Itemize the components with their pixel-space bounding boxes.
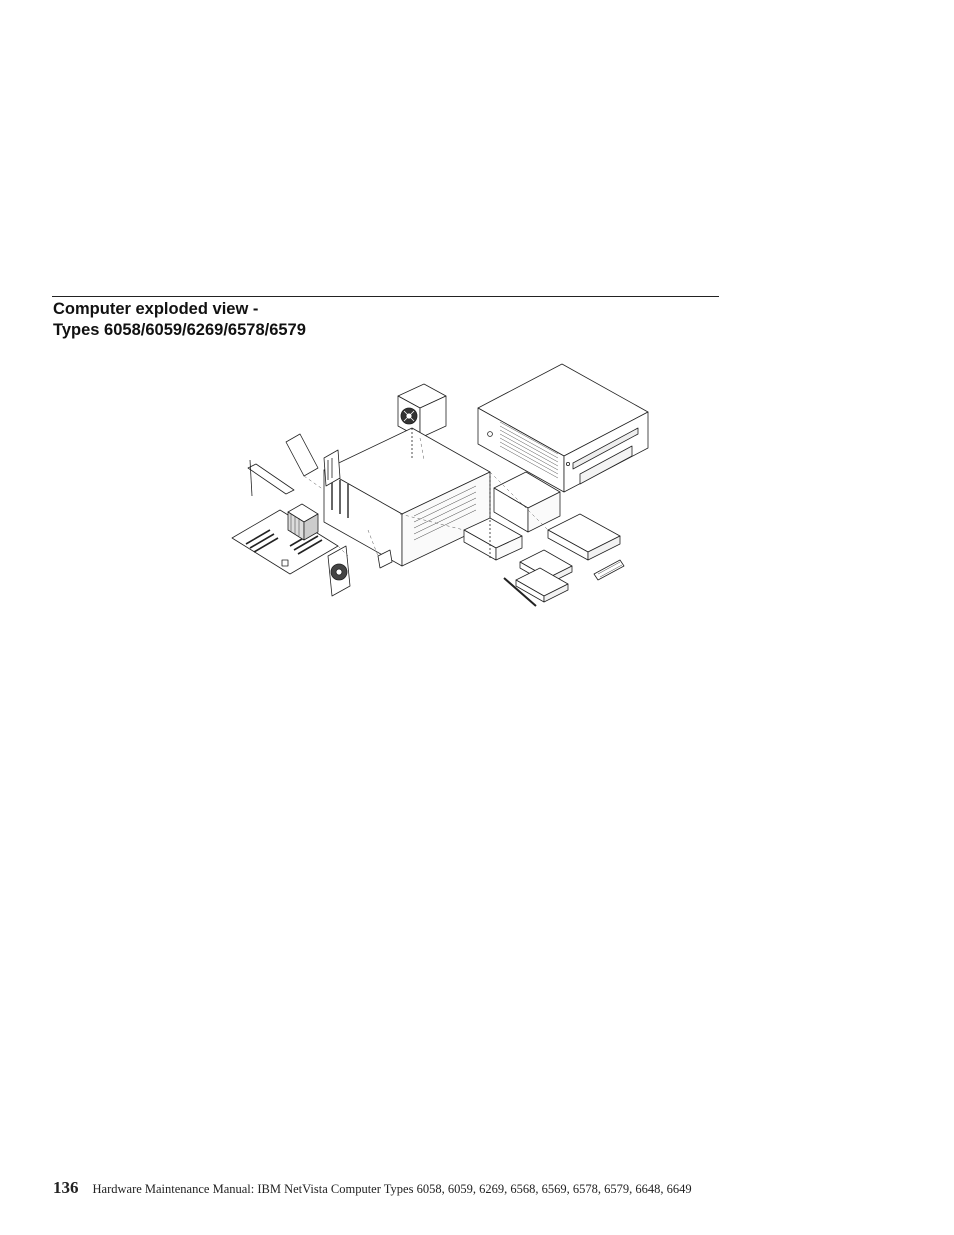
- footer-text: Hardware Maintenance Manual: IBM NetVist…: [92, 1182, 692, 1196]
- optical-drive: [547, 513, 621, 561]
- section-title-line-1: Computer exploded view -: [53, 300, 259, 318]
- page-number: 136: [53, 1178, 79, 1197]
- processor-heatsink: [287, 503, 319, 541]
- system-fan: [327, 545, 393, 597]
- section-heading: Computer exploded view - Types 6058/6059…: [53, 299, 306, 341]
- drive-bay-cage: [463, 471, 561, 561]
- exploded-view-figure: [228, 360, 660, 610]
- hard-disk-drive: [503, 567, 569, 607]
- system-unit-cover: [477, 363, 649, 493]
- power-supply: [397, 383, 447, 439]
- adapter-card: [247, 459, 295, 497]
- riser-card: [285, 433, 341, 487]
- system-board: [231, 509, 339, 575]
- page-footer: 136 Hardware Maintenance Manual: IBM NetV…: [53, 1176, 723, 1201]
- chassis-frame: [323, 427, 491, 567]
- bezel-blank: [593, 559, 625, 581]
- section-rule: [52, 296, 719, 297]
- section-title-line-2: Types 6058/6059/6269/6578/6579: [53, 321, 306, 339]
